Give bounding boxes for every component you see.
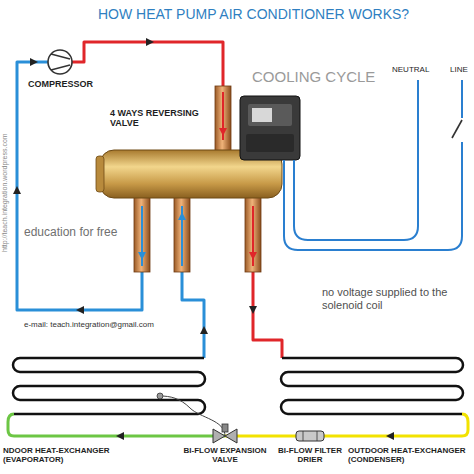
solenoid-coil [240, 96, 300, 160]
indoor-coil [13, 358, 205, 414]
note-text: education for free [24, 226, 117, 240]
reversing-valve [96, 86, 282, 272]
expansion-valve-symbol [157, 393, 237, 443]
part-label: 4 WAYS REVERSING VALVE [110, 108, 208, 129]
note-text: no voltage supplied to the solenoid coil [322, 286, 470, 311]
line-wire [284, 142, 462, 250]
cycle-label: COOLING CYCLE [252, 68, 375, 85]
part-label: COMPRESSOR [28, 79, 93, 89]
liquid-line [8, 414, 225, 436]
neutral-wire [294, 80, 418, 240]
part-label: OUTDOOR HEAT-EXCHANGER (CONDENSER) [348, 446, 470, 464]
part-label: BI-FLOW EXPANSION VALVE [182, 446, 268, 464]
wire-label: NEUTRAL [392, 65, 429, 74]
wire-label: LINE [450, 65, 468, 74]
part-label: NDOOR HEAT-EXCHANGER (EVAPORATOR) [3, 446, 143, 464]
email-text: e-mail: teach.integration@gmail.com [24, 320, 154, 329]
evaporator-line [182, 270, 204, 358]
condenser-line [253, 270, 282, 358]
compressor-symbol [48, 50, 72, 74]
diagram-title: HOW HEAT PUMP AIR CONDITIONER WORKS? [98, 6, 409, 22]
line-wire [461, 80, 463, 118]
watermark: http://teach.integration.wordpress.com [1, 133, 9, 252]
liquid-line [225, 414, 468, 436]
part-label: BI-FLOW FILTER DRIER [277, 446, 343, 464]
filter-drier-symbol [296, 431, 324, 441]
flow-arrows [13, 38, 394, 440]
discharge-line [72, 42, 223, 88]
outdoor-coil [281, 358, 463, 414]
open-switch [452, 120, 462, 138]
